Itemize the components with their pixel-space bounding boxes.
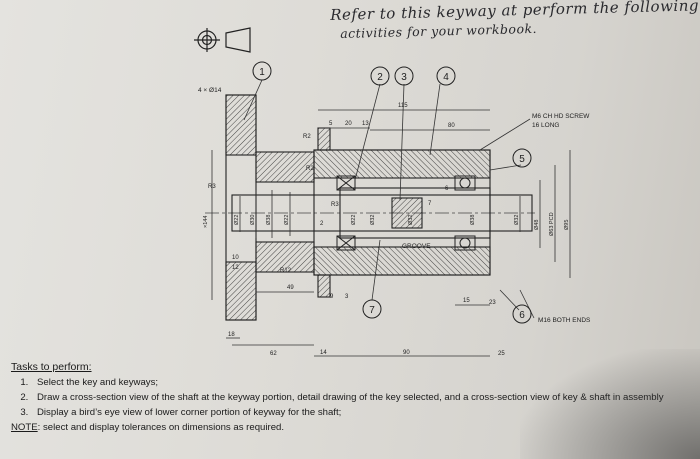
flange <box>225 94 315 321</box>
dim-3: 3 <box>345 294 349 300</box>
dim-2: 2 <box>320 221 324 227</box>
tasks-heading: Tasks to perform: <box>11 361 92 373</box>
holes-callout: 4 × Ø14 <box>198 87 222 94</box>
dim-dia-g: Ø32 <box>408 215 414 225</box>
tasks-section: Tasks to perform: Select the key and key… <box>11 360 700 435</box>
dim-dia-j: Ø48 <box>534 220 540 230</box>
dim-phi144: ×144 <box>203 216 209 228</box>
balloon-6 <box>512 304 532 324</box>
dim-dia-b: Ø30 <box>250 215 256 225</box>
dim-dia-i: Ø32 <box>514 215 520 225</box>
dim-r2: R2 <box>303 134 311 140</box>
leader-lines <box>243 79 535 319</box>
tasks-list: Select the key and keyways; Draw a cross… <box>11 375 700 420</box>
balloon-3 <box>394 66 414 86</box>
dim-dia-e: Ø22 <box>351 215 357 225</box>
diameter-dimension-lines <box>211 150 571 300</box>
balloon-7-label: 7 <box>369 305 375 316</box>
bearing-left-icon <box>336 175 356 251</box>
screw-callout-line1: M6 CH HD SCREW <box>532 113 590 120</box>
projection-symbol-icon <box>194 27 251 53</box>
balloon-5-label: 5 <box>519 154 525 165</box>
dim-dia-h: Ø38 <box>470 215 476 225</box>
note-line: NOTE: select and display tolerances on d… <box>11 420 700 435</box>
dim-23: 23 <box>489 300 496 306</box>
length-dimension-lines <box>226 109 490 357</box>
balloon-5 <box>512 148 532 168</box>
dim-r2-small: R2 <box>306 166 314 172</box>
dim-dia-f: Ø32 <box>370 215 376 225</box>
dim-25: 25 <box>498 351 505 357</box>
dim-r3-left: R3 <box>208 184 216 190</box>
groove-callout: GROOVE <box>402 243 431 250</box>
thread-callout: M16 BOTH ENDS <box>538 317 591 324</box>
dim-r12: R12 <box>280 268 292 274</box>
balloon-1 <box>252 61 272 81</box>
dim-pcd: Ø63 PCD <box>549 212 555 236</box>
dim-dia-a: Ø22 <box>234 215 240 225</box>
dim-5: 5 <box>329 121 333 127</box>
dim-dia-c: Ø38 <box>266 215 272 225</box>
note-label: NOTE <box>11 422 38 433</box>
dim-18: 18 <box>228 332 235 338</box>
dim-dia-d: Ø22 <box>284 215 290 225</box>
shaft <box>231 187 533 239</box>
dim-13: 13 <box>362 121 369 127</box>
dim-15: 15 <box>463 298 470 304</box>
dim-90: 90 <box>403 350 410 356</box>
assembly-drawing: 1 2 3 4 5 6 7 4 × Ø14 M6 CH HD SCREW 16 … <box>194 27 591 357</box>
bearing-right-icon <box>454 175 476 251</box>
dim-20: 20 <box>345 121 352 127</box>
balloon-2-label: 2 <box>377 72 383 83</box>
dim-49: 49 <box>287 285 294 291</box>
balloon-1-label: 1 <box>259 67 265 78</box>
dim-7: 7 <box>428 201 432 207</box>
balloon-6-label: 6 <box>519 310 525 321</box>
balloon-4 <box>436 66 456 86</box>
bearing-housing <box>313 127 491 298</box>
dim-12: 12 <box>232 265 239 271</box>
dim-6: 6 <box>445 186 449 192</box>
dim-115: 115 <box>398 103 408 109</box>
task-item-2: Draw a cross-section view of the shaft a… <box>31 390 700 405</box>
dim-r3-inner: R3 <box>331 202 339 208</box>
dim-9: 9 <box>330 294 334 300</box>
balloon-3-label: 3 <box>401 72 407 83</box>
task-item-3: Display a bird’s eye view of lower corne… <box>31 405 700 420</box>
screw-callout-line2: 16 LONG <box>532 122 559 129</box>
dim-80: 80 <box>448 123 455 129</box>
dim-dia-k: Ø95 <box>564 220 570 230</box>
balloon-7 <box>362 299 382 319</box>
balloon-2 <box>370 66 390 86</box>
task-item-1: Select the key and keyways; <box>31 375 700 390</box>
balloon-4-label: 4 <box>443 72 449 83</box>
dim-62: 62 <box>270 351 277 357</box>
dim-10: 10 <box>232 255 239 261</box>
dim-14: 14 <box>320 350 327 356</box>
note-text: : select and display tolerances on dimen… <box>37 422 285 433</box>
